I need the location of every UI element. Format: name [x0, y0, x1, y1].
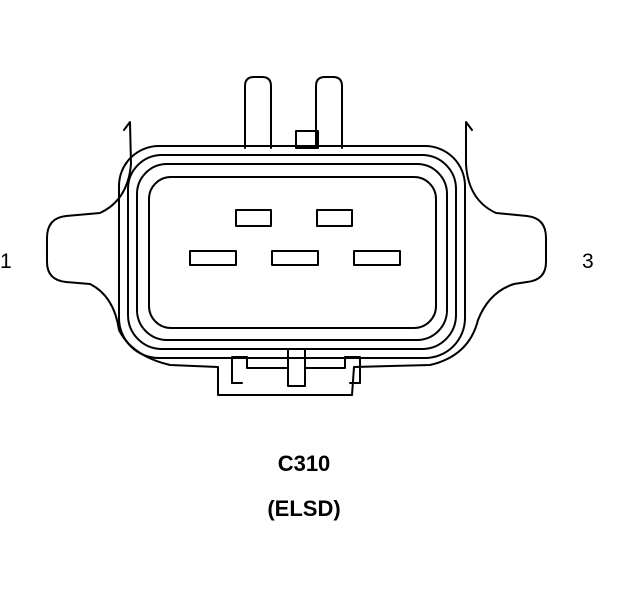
terminal-cavity-lower-left — [189, 250, 237, 266]
terminal-cavities — [189, 209, 401, 266]
terminal-cavity-upper-right — [316, 209, 353, 227]
connector-id-label: C310 — [277, 451, 331, 476]
terminal-cavity-lower-middle — [271, 250, 319, 266]
connector-description-label: (ELSD) — [267, 496, 341, 521]
middle-seal-ring — [127, 154, 457, 350]
inner-seal-ring — [136, 163, 448, 341]
pin-number-left: 1 — [0, 250, 12, 273]
top-lock-posts — [244, 76, 343, 149]
terminal-cavity-upper-left — [235, 209, 272, 227]
terminal-cavity-lower-right — [353, 250, 401, 266]
retention-tab — [231, 348, 361, 387]
connector-housing-outline — [46, 121, 547, 396]
outer-seal-ring — [118, 145, 466, 359]
pin-number-right: 3 — [582, 250, 594, 273]
cavity-face — [148, 176, 437, 329]
